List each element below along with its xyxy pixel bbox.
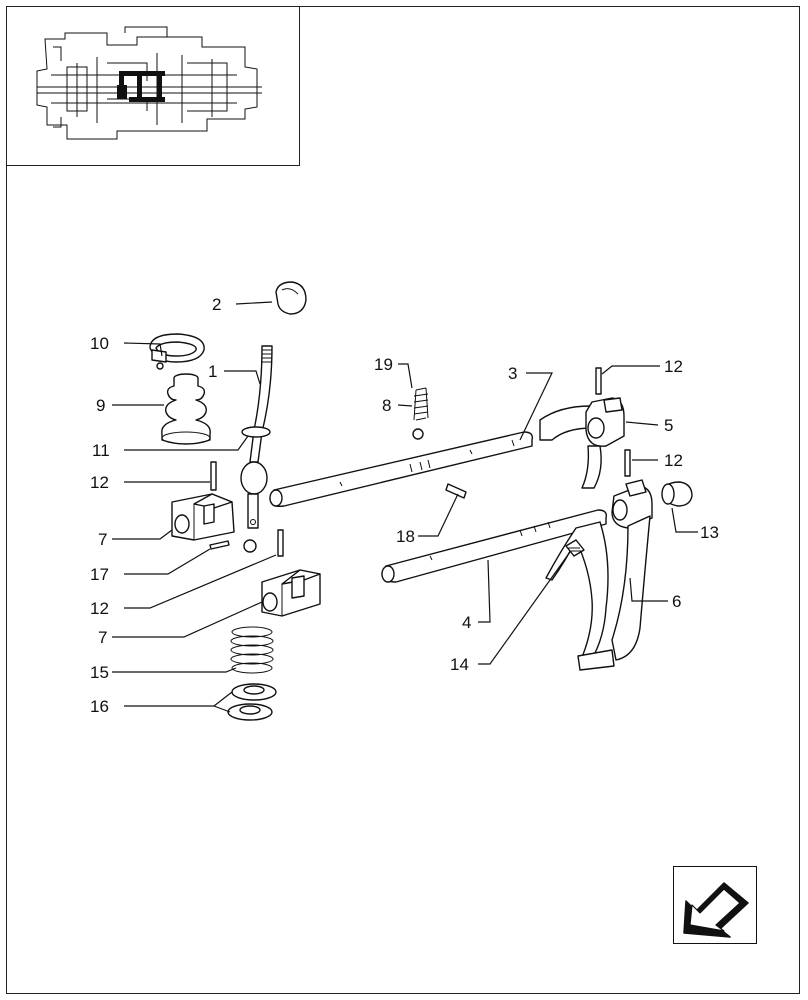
part-3-selector-rod-upper (269, 431, 534, 508)
callout-13: 13 (700, 523, 719, 542)
part-1-gear-lever (240, 345, 273, 553)
callout-7a: 7 (98, 530, 107, 549)
callout-12b: 12 (90, 599, 109, 618)
callout-12a: 12 (90, 473, 109, 492)
part-13-bushing (661, 481, 693, 507)
part-12-roll-pin-a (210, 461, 217, 491)
callout-14: 14 (450, 655, 469, 674)
page-border (6, 6, 800, 994)
part-5-selector-fork-upper (539, 397, 625, 489)
part-7-selector-block-upper (171, 493, 235, 541)
previous-page-button[interactable] (673, 866, 757, 944)
part-10-boot-clamp (149, 333, 205, 370)
part-7-selector-block-lower (261, 569, 321, 617)
callout-11: 11 (92, 441, 110, 460)
callout-18: 18 (396, 527, 415, 546)
callout-8: 8 (382, 396, 391, 415)
part-14-screw (565, 539, 585, 557)
part-17-pin (209, 540, 230, 550)
part-16-washers (227, 683, 277, 721)
part-2-gear-lever-knob (275, 281, 307, 315)
callout-16: 16 (90, 697, 109, 716)
callout-3: 3 (508, 364, 517, 383)
previous-page-arrow-icon (683, 882, 749, 938)
callout-19: 19 (374, 355, 393, 374)
gearbox-locator-inset (6, 6, 300, 166)
callout-1: 1 (208, 362, 217, 381)
part-12-roll-pin-c (595, 367, 602, 395)
callout-7b: 7 (98, 628, 107, 647)
part-19-detent-spring (413, 387, 429, 421)
callout-5: 5 (664, 416, 673, 435)
callout-4: 4 (462, 613, 471, 632)
part-4-selector-rod-lower (381, 509, 608, 583)
part-12-roll-pin-b (277, 529, 284, 557)
callout-17: 17 (90, 565, 109, 584)
part-15-spring (230, 626, 274, 674)
part-18-interlock-pin (445, 483, 467, 499)
callout-labels: 2 10 1 9 11 12 7 17 12 7 15 16 19 8 3 12… (90, 295, 719, 716)
callout-6: 6 (672, 592, 681, 611)
part-12-roll-pin-d (624, 449, 631, 477)
part-8-detent-ball (412, 428, 424, 440)
leader-lines (112, 301, 698, 713)
part-9-rubber-boot (161, 373, 211, 445)
callout-15: 15 (90, 663, 109, 682)
part-6-selector-fork-lower (545, 479, 653, 671)
callout-12c: 12 (664, 357, 683, 376)
callout-9: 9 (96, 396, 105, 415)
callout-10: 10 (90, 334, 109, 353)
callout-2: 2 (212, 295, 221, 314)
gearbox-section-thumbnail (36, 26, 262, 140)
callout-12d: 12 (664, 451, 683, 470)
